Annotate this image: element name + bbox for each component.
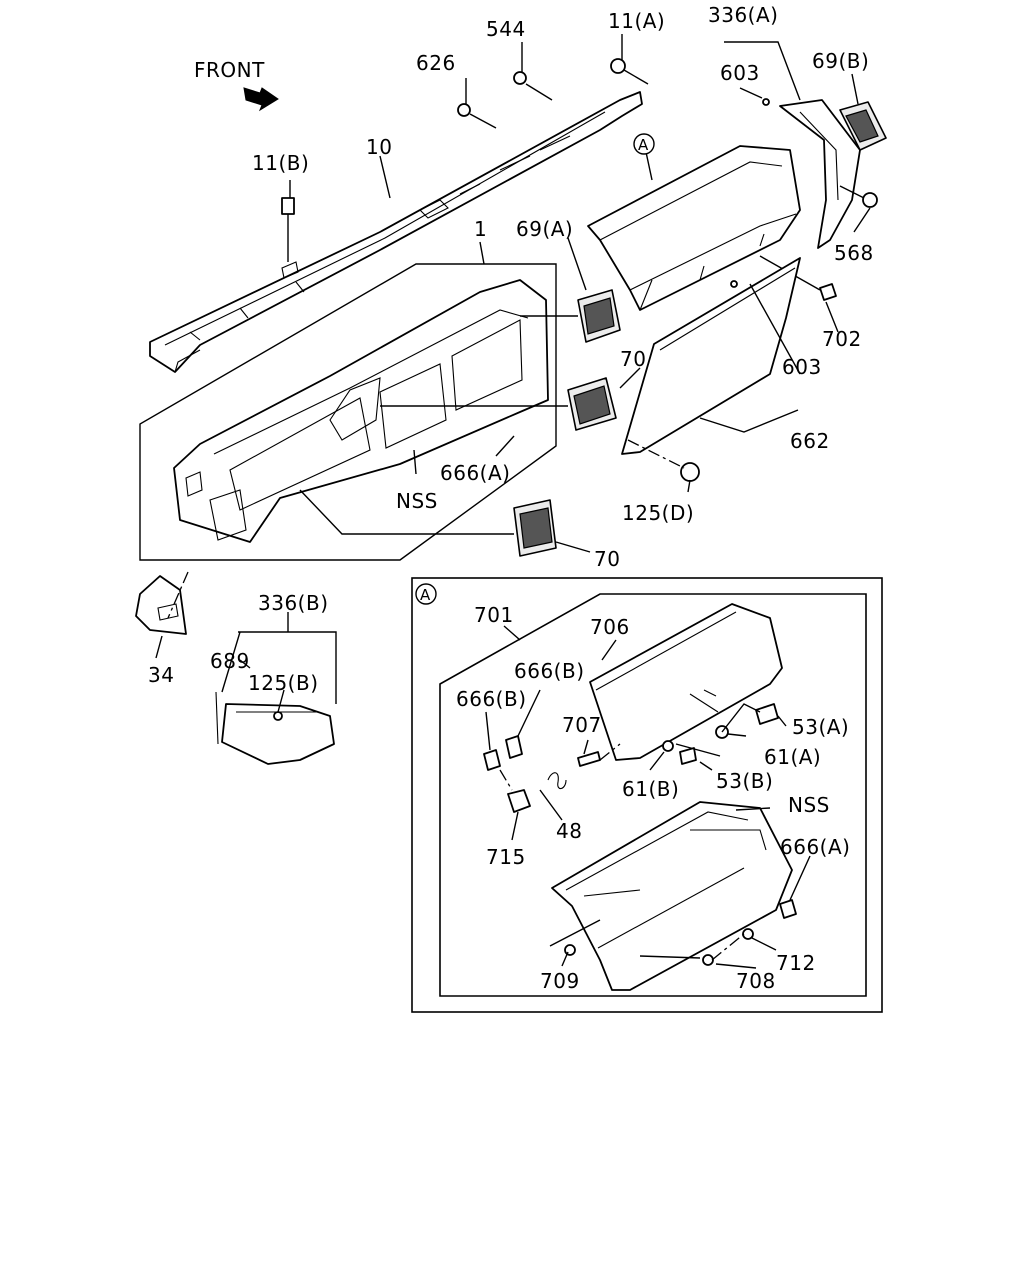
- callout-125b: 125(B): [248, 671, 319, 695]
- callout-706: 706: [590, 615, 630, 639]
- callout-666a-detail: 666(A): [780, 835, 850, 859]
- clip-666b-2-icon: [505, 735, 523, 759]
- callout-709: 709: [540, 969, 580, 993]
- callout-662: 662: [790, 429, 830, 453]
- lower-panel-336b: [215, 691, 335, 765]
- callout-10: 10: [366, 135, 392, 159]
- callout-544: 544: [486, 17, 526, 41]
- callout-70-bottom: 70: [594, 547, 620, 571]
- bolt-707-icon: [577, 751, 601, 767]
- marker-a-top: A: [633, 133, 655, 155]
- instrument-panel-frame-1: [139, 263, 557, 561]
- clip-53b-icon: [679, 747, 697, 765]
- callout-702: 702: [822, 327, 862, 351]
- bolt-708-icon: [702, 954, 714, 966]
- clip-53a-icon: [755, 703, 779, 725]
- svg-text:A: A: [420, 586, 431, 604]
- bolt-709-icon: [564, 944, 576, 956]
- callout-61a: 61(A): [764, 745, 821, 769]
- vent-70-mid-icon: [567, 377, 617, 431]
- callout-53b: 53(B): [716, 769, 773, 793]
- detail-a-box: [411, 577, 883, 1013]
- bolt-544-icon: [513, 71, 553, 101]
- glovebox-lid-662: [621, 257, 801, 455]
- svg-text:A: A: [638, 136, 649, 154]
- callout-666b-2: 666(B): [456, 687, 527, 711]
- callout-53a: 53(A): [792, 715, 849, 739]
- callout-336b: 336(B): [258, 591, 329, 615]
- callout-701: 701: [474, 603, 514, 627]
- bolt-61a-icon: [715, 725, 747, 739]
- callout-603-top: 603: [720, 61, 760, 85]
- callout-568: 568: [834, 241, 874, 265]
- screw-603-mid-icon: [730, 280, 738, 288]
- front-arrow-icon: [243, 87, 279, 112]
- vent-69a-icon: [577, 289, 621, 343]
- callout-689: 689: [210, 649, 250, 673]
- callout-11a: 11(A): [608, 9, 665, 33]
- bolt-11b-icon: [281, 197, 295, 262]
- callout-707: 707: [562, 713, 602, 737]
- callout-1: 1: [474, 217, 487, 241]
- callout-34: 34: [148, 663, 174, 687]
- glovebox-housing: [587, 145, 801, 311]
- callout-666b-1: 666(B): [514, 659, 585, 683]
- callout-708: 708: [736, 969, 776, 993]
- front-label: FRONT: [194, 58, 265, 82]
- detail-lid-706: [589, 603, 783, 761]
- callout-666a-main: 666(A): [440, 461, 510, 485]
- clip-666a-detail-icon: [779, 899, 797, 919]
- vent-70-bottom-icon: [513, 499, 557, 557]
- spring-48-icon: [547, 772, 567, 790]
- screw-603-top-icon: [762, 98, 770, 106]
- callout-603-mid: 603: [782, 355, 822, 379]
- callout-nss-detail: NSS: [788, 793, 830, 817]
- callout-69b: 69(B): [812, 49, 869, 73]
- callout-11b: 11(B): [252, 151, 309, 175]
- side-panel-336a: [779, 99, 861, 249]
- bolt-11a-icon: [610, 58, 649, 85]
- callout-336a: 336(A): [708, 3, 778, 27]
- callout-61b: 61(B): [622, 777, 679, 801]
- vent-69b-icon: [839, 101, 887, 151]
- callout-715: 715: [486, 845, 526, 869]
- bolt-626-icon: [457, 103, 497, 129]
- clip-568-icon: [839, 185, 878, 208]
- callout-70-mid: 70: [620, 347, 646, 371]
- callout-125d: 125(D): [622, 501, 694, 525]
- clip-666b-1-icon: [483, 749, 501, 771]
- cover-34: [135, 571, 189, 635]
- callout-626: 626: [416, 51, 456, 75]
- washer-61b-icon: [662, 740, 674, 752]
- marker-a-detail: A: [415, 583, 437, 605]
- latch-715-icon: [507, 789, 531, 813]
- callout-48: 48: [556, 819, 582, 843]
- callout-712: 712: [776, 951, 816, 975]
- bolt-712-icon: [742, 928, 754, 940]
- callout-nss-main: NSS: [396, 489, 438, 513]
- upper-trim-panel-10: [149, 91, 643, 373]
- detail-housing: [551, 801, 793, 991]
- callout-69a: 69(A): [516, 217, 573, 241]
